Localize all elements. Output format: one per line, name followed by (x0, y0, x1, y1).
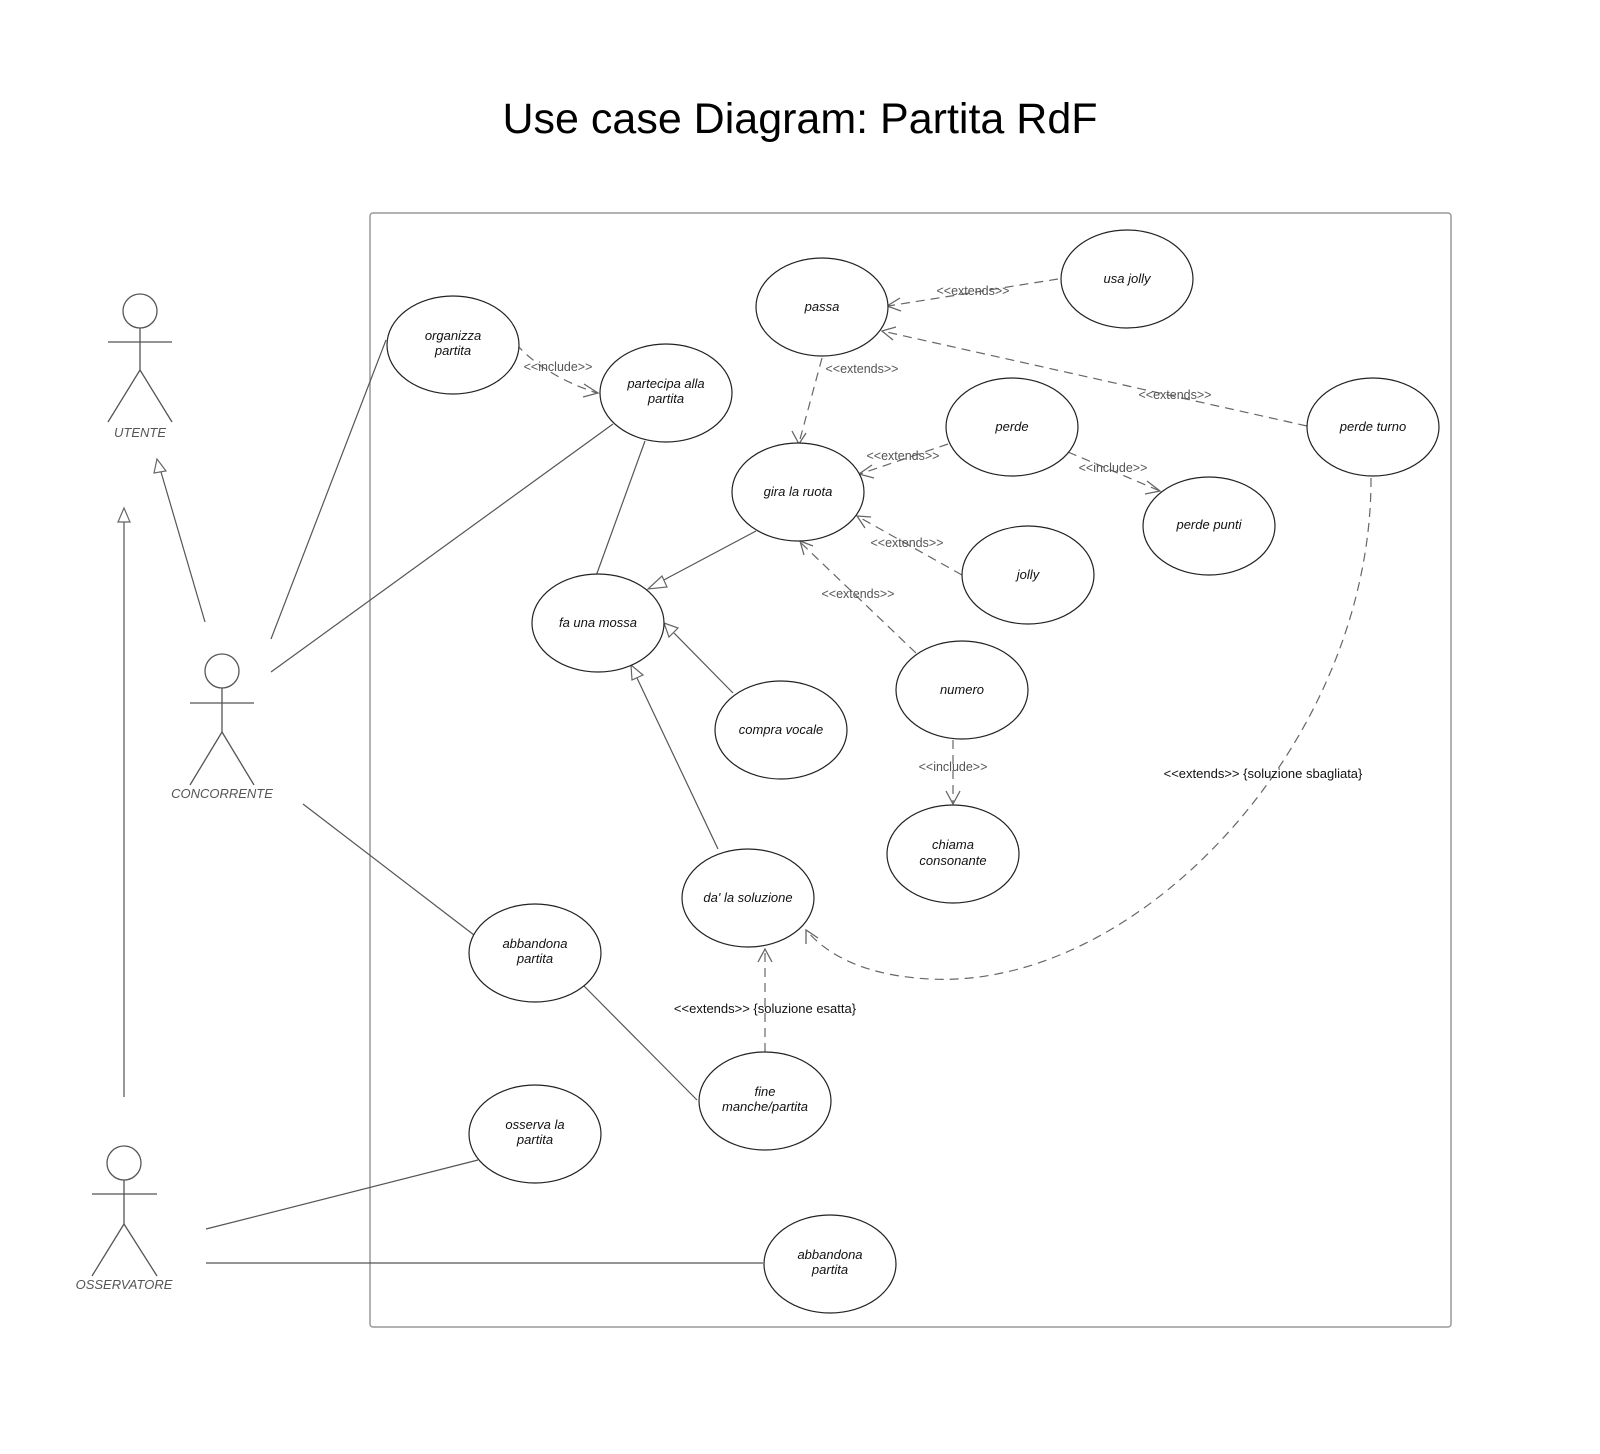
svg-text:consonante: consonante (919, 853, 986, 868)
label-include-organizza: <<include>> (524, 360, 593, 374)
generalization-concorrente-utente (153, 457, 206, 623)
usecase-da-soluzione: da' la soluzione (681, 848, 815, 948)
assoc-osservatore-osserva (205, 1159, 479, 1230)
extends-usajolly-passa: <<extends>> (885, 278, 1059, 312)
svg-text:passa: passa (804, 299, 840, 314)
include-organizza-partecipa: <<include>> (515, 343, 600, 398)
svg-text:organizza: organizza (425, 328, 481, 343)
label-extends-jolly: <<extends>> (871, 536, 944, 550)
extends-perdeturno-soluzione: <<extends>> {soluzione sbagliata} (805, 477, 1372, 980)
label-include-consonante: <<include>> (919, 760, 988, 774)
usecase-jolly: jolly (961, 525, 1095, 625)
usecase-chiama-consonante: chiama consonante (886, 804, 1020, 904)
include-perde-perdepunti: <<include>> (1067, 451, 1162, 495)
svg-text:abbandona: abbandona (502, 936, 567, 951)
svg-text:numero: numero (940, 682, 984, 697)
svg-text:partecipa alla: partecipa alla (626, 376, 704, 391)
usecase-perde-punti: perde punti (1142, 476, 1276, 576)
svg-text:partita: partita (647, 391, 684, 406)
label-extends-sbagliata: <<extends>> {soluzione sbagliata} (1164, 766, 1363, 781)
usecase-perde-turno: perde turno (1306, 377, 1440, 477)
label-extends-perde: <<extends>> (867, 449, 940, 463)
usecase-organizza-partita: organizza partita (386, 295, 520, 395)
usecase-passa: passa (755, 257, 889, 357)
svg-text:gira la ruota: gira la ruota (764, 484, 833, 499)
svg-text:perde punti: perde punti (1175, 517, 1242, 532)
assoc-concorrente-organizza (270, 339, 387, 640)
actor-utente: UTENTE (107, 293, 173, 440)
extends-passa-gira: <<extends>> (791, 357, 899, 446)
actor-label-utente: UTENTE (114, 425, 166, 440)
extends-jolly-gira: <<extends>> (855, 515, 963, 576)
usecase-abbandona-partita-osservatore: abbandona partita (763, 1214, 897, 1314)
generalization-osservatore-utente (117, 506, 131, 1097)
usecase-numero: numero (895, 640, 1029, 740)
include-numero-chiama: <<include>> (919, 740, 988, 806)
generalization-gira-famossa (646, 530, 757, 590)
svg-text:osserva la: osserva la (505, 1117, 564, 1132)
assoc-concorrente-abbandona (302, 803, 475, 936)
usecase-abbandona-partita-concorrente: abbandona partita (468, 903, 602, 1003)
svg-text:chiama: chiama (932, 837, 974, 852)
svg-text:jolly: jolly (1015, 567, 1041, 582)
extends-fine-soluzione: <<extends>> {soluzione esatta} (674, 947, 857, 1052)
label-extends-passa: <<extends>> (826, 362, 899, 376)
svg-text:perde: perde (994, 419, 1028, 434)
svg-text:abbandona: abbandona (797, 1247, 862, 1262)
extends-perdeturno-passa: <<extends>> (880, 326, 1308, 427)
svg-text:fine: fine (755, 1084, 776, 1099)
assoc-concorrente-partecipa (270, 423, 614, 673)
svg-text:partita: partita (434, 343, 471, 358)
svg-text:manche/partita: manche/partita (722, 1099, 808, 1114)
label-extends-esatta: <<extends>> {soluzione esatta} (674, 1001, 857, 1016)
actor-concorrente: CONCORRENTE (171, 653, 273, 801)
actor-label-concorrente: CONCORRENTE (171, 786, 273, 801)
label-extends-numero: <<extends>> (822, 587, 895, 601)
label-extends-usajolly: <<extends>> (937, 284, 1010, 298)
svg-text:fa una mossa: fa una mossa (559, 615, 637, 630)
system-boundary (369, 212, 1452, 1328)
svg-text:perde turno: perde turno (1339, 419, 1407, 434)
generalization-compra-famossa (663, 622, 734, 694)
usecase-compra-vocale: compra vocale (714, 680, 848, 780)
usecase-fa-mossa: fa una mossa (531, 573, 665, 673)
usecase-partecipa-partita: partecipa alla partita (599, 343, 733, 443)
usecase-gira-ruota: gira la ruota (731, 442, 865, 542)
assoc-partecipa-famossa (595, 440, 646, 577)
svg-text:usa jolly: usa jolly (1104, 271, 1152, 286)
label-include-perdepunti: <<include>> (1079, 461, 1148, 475)
diagram-title: Use case Diagram: Partita RdF (502, 95, 1097, 143)
assoc-abbandona-fine (582, 984, 698, 1101)
usecase-osserva-partita: osserva la partita (468, 1084, 602, 1184)
svg-text:da' la soluzione: da' la soluzione (703, 890, 792, 905)
usecase-perde: perde (945, 377, 1079, 477)
usecase-fine-manche: fine manche/partita (698, 1051, 832, 1151)
svg-text:partita: partita (516, 951, 553, 966)
svg-text:compra vocale: compra vocale (739, 722, 824, 737)
svg-text:partita: partita (516, 1132, 553, 1147)
extends-numero-gira: <<extends>> (799, 539, 917, 654)
extends-perde-gira: <<extends>> (857, 443, 949, 479)
label-extends-perdeturno: <<extends>> (1139, 388, 1212, 402)
actor-label-osservatore: OSSERVATORE (76, 1277, 173, 1292)
generalization-soluzione-famossa (630, 663, 719, 850)
svg-text:partita: partita (811, 1262, 848, 1277)
usecase-usa-jolly: usa jolly (1060, 229, 1194, 329)
actor-osservatore: OSSERVATORE (76, 1145, 173, 1292)
